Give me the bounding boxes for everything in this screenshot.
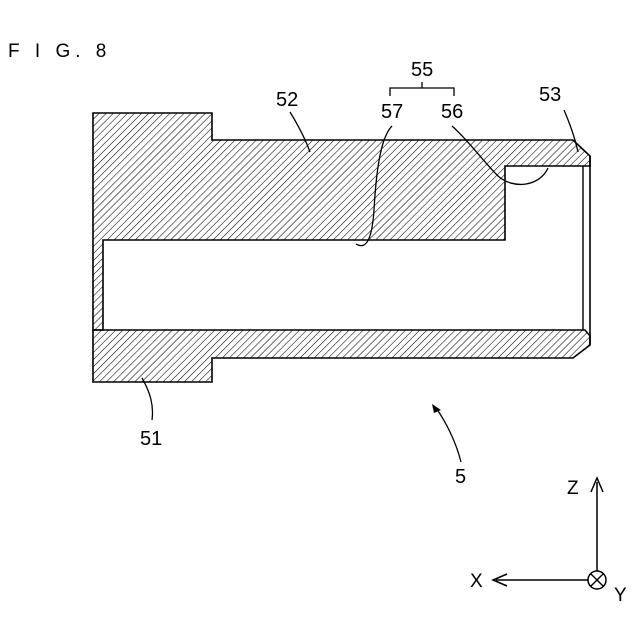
label-56: 56 bbox=[441, 101, 463, 123]
axis-symbol: Z X Y bbox=[470, 478, 627, 606]
z-axis-label: Z bbox=[567, 478, 579, 499]
y-axis-label: Y bbox=[614, 585, 627, 606]
leader-5-arrowhead bbox=[432, 404, 441, 413]
leader-5 bbox=[436, 408, 461, 462]
label-51: 51 bbox=[140, 428, 162, 450]
label-57: 57 bbox=[381, 101, 403, 123]
leader-51 bbox=[142, 378, 153, 420]
figure-title: F I G. 8 bbox=[8, 41, 111, 62]
brace-55 bbox=[390, 82, 454, 96]
lower-wall-section bbox=[93, 330, 590, 382]
x-axis-label: X bbox=[470, 571, 483, 592]
label-52: 52 bbox=[276, 89, 298, 111]
cross-section bbox=[93, 113, 590, 382]
label-55: 55 bbox=[411, 59, 433, 81]
y-into-page-icon bbox=[588, 571, 606, 589]
upper-wall-section bbox=[93, 113, 590, 330]
label-53: 53 bbox=[539, 84, 561, 106]
label-5: 5 bbox=[455, 466, 466, 488]
